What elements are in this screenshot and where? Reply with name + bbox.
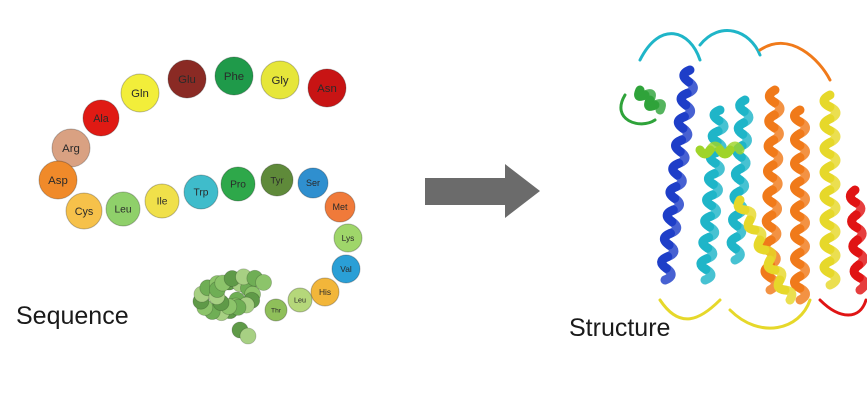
arrow-right-icon	[425, 164, 540, 218]
helix	[726, 95, 754, 265]
residue-label: Pro	[230, 180, 246, 191]
helix	[657, 65, 698, 285]
residue-label: Leu	[115, 205, 132, 216]
helix	[634, 85, 666, 115]
helix	[790, 105, 810, 305]
residue-bead: Cys	[65, 192, 103, 230]
protein-structure-ribbon	[619, 29, 867, 330]
residue-label: Gly	[271, 75, 288, 87]
residue-circle	[144, 183, 180, 219]
residue-bead: Thr	[264, 298, 288, 322]
residue-bead: Glu	[167, 59, 207, 99]
residue-label: Gln	[131, 88, 149, 100]
residue-circle	[264, 298, 288, 322]
helix	[695, 141, 745, 159]
residue-label: Asp	[48, 175, 68, 187]
loop	[619, 93, 657, 126]
residue-label: Phe	[224, 71, 244, 83]
residue-label: Glu	[178, 74, 196, 86]
sequence-label: Sequence	[16, 302, 129, 330]
helix	[819, 90, 841, 290]
residue-bead: Pro	[220, 166, 256, 202]
loop	[658, 298, 722, 321]
helix-segment	[700, 264, 716, 285]
residue-label: Thr	[271, 307, 282, 314]
tail-bead	[239, 327, 257, 345]
residue-circle	[331, 254, 361, 284]
loop	[758, 42, 832, 82]
residue-label: Leu	[294, 296, 306, 305]
residue-circle	[82, 99, 120, 137]
residue-label: Val	[340, 264, 352, 274]
residue-label: Arg	[62, 143, 80, 155]
residue-circle	[310, 277, 340, 307]
helix-segment	[825, 268, 841, 290]
structure-label: Structure	[569, 314, 671, 342]
helix-segment	[660, 263, 676, 285]
residue-circle	[287, 287, 313, 313]
residue-bead: Val	[331, 254, 361, 284]
residue-bead: Asn	[307, 68, 347, 108]
residue-circle	[297, 167, 329, 199]
residue-circle	[333, 223, 363, 253]
helix-segment	[795, 283, 810, 305]
residue-bead: Trp	[183, 174, 219, 210]
loop	[818, 298, 867, 317]
transform-arrow	[425, 164, 540, 218]
residue-bead: Leu	[105, 191, 141, 227]
residue-circle	[120, 73, 160, 113]
residue-circle	[105, 191, 141, 227]
coil-tail	[192, 268, 272, 345]
residue-bead: Ser	[297, 167, 329, 199]
residue-circle	[220, 166, 256, 202]
residue-circle	[307, 68, 347, 108]
residue-label: Ile	[157, 197, 168, 208]
residue-circle	[214, 56, 254, 96]
helix	[696, 105, 729, 285]
residue-bead: Tyr	[260, 163, 294, 197]
residue-bead: Arg	[51, 128, 91, 168]
residue-label: Lys	[342, 233, 355, 243]
helix-segment	[780, 285, 797, 305]
residue-label: Asn	[317, 83, 337, 95]
residue-bead: Leu	[287, 287, 313, 313]
residue-circle	[260, 163, 294, 197]
helix	[733, 195, 797, 305]
residue-circle	[65, 192, 103, 230]
helix-segment	[725, 141, 745, 155]
residue-circle	[38, 160, 78, 200]
helix	[845, 185, 867, 295]
residue-label: His	[319, 287, 331, 297]
helix-segment	[650, 99, 666, 115]
loop	[638, 32, 702, 62]
residue-bead: Lys	[333, 223, 363, 253]
residue-bead: Asp	[38, 160, 78, 200]
residue-circle	[260, 60, 300, 100]
residue-circle	[183, 174, 219, 210]
residue-bead: His	[310, 277, 340, 307]
residue-circle	[324, 191, 356, 223]
residue-label: Tyr	[270, 175, 284, 186]
residue-label: Cys	[75, 206, 94, 218]
residue-label: Ser	[306, 178, 320, 188]
loop	[698, 29, 762, 57]
residue-bead: Ala	[82, 99, 120, 137]
residue-circle	[167, 59, 207, 99]
residue-bead: Ile	[144, 183, 180, 219]
residue-bead: Gln	[120, 73, 160, 113]
residue-bead: Phe	[214, 56, 254, 96]
residue-bead: Met	[324, 191, 356, 223]
tail-bead	[255, 274, 272, 291]
helix-segment	[730, 244, 745, 265]
helix-segment	[854, 273, 867, 295]
residue-label: Trp	[194, 188, 209, 199]
residue-label: Met	[332, 202, 348, 212]
residue-bead: Gly	[260, 60, 300, 100]
loop	[728, 298, 812, 330]
residue-label: Ala	[93, 113, 109, 125]
